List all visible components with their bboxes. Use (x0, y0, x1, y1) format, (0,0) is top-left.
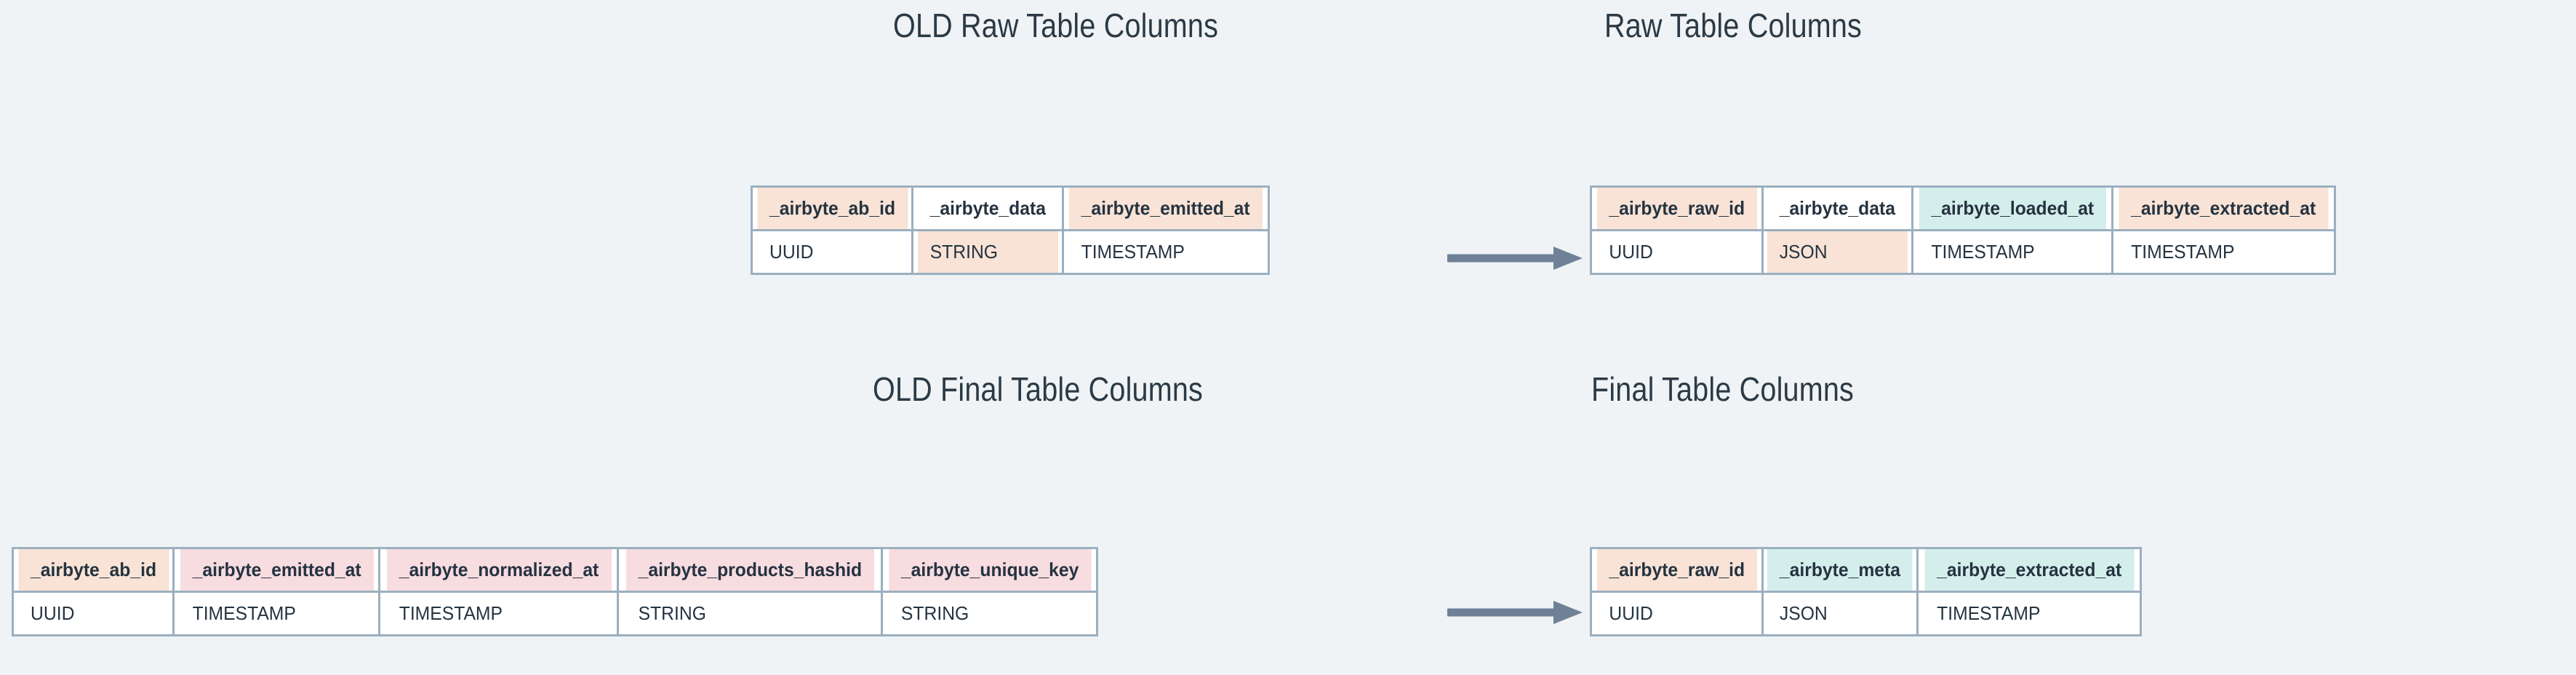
column-header-cell: _airbyte_meta (1764, 547, 1916, 593)
column-header-cell: _airbyte_extracted_at (1922, 547, 2137, 593)
column-type-cell: UUID (1593, 229, 1759, 275)
table-old-final: _airbyte_ab_id_airbyte_emitted_at_airbyt… (12, 547, 1099, 636)
column-header-cell: _airbyte_ab_id (754, 185, 910, 231)
column-type-cell: UUID (754, 229, 910, 275)
column-type-cell: TIMESTAMP (2116, 229, 2331, 275)
column-type-cell: STRING (915, 229, 1060, 275)
column-type-cell: TIMESTAMP (1922, 591, 2137, 636)
table-header-row: _airbyte_raw_id_airbyte_data_airbyte_loa… (1591, 185, 2335, 231)
column-header-cell: _airbyte_raw_id (1593, 547, 1759, 593)
column-header-cell: _airbyte_unique_key (886, 547, 1093, 593)
table-final: _airbyte_raw_id_airbyte_meta_airbyte_ext… (1590, 547, 2142, 636)
column-header-cell: _airbyte_normalized_at (384, 547, 614, 593)
table-header-row: _airbyte_ab_id_airbyte_emitted_at_airbyt… (13, 547, 1097, 593)
column-header-cell: _airbyte_emitted_at (177, 547, 376, 593)
heading-raw-table-columns: Raw Table Columns (1604, 7, 1863, 44)
column-type-cell: TIMESTAMP (1066, 229, 1265, 275)
heading-final-table-columns: Final Table Columns (1591, 370, 1854, 408)
arrow-right-icon-raw (1447, 247, 1583, 270)
column-header-cell: _airbyte_emitted_at (1066, 185, 1265, 231)
column-header-cell: _airbyte_extracted_at (2116, 185, 2331, 231)
column-header-cell: _airbyte_ab_id (15, 547, 171, 593)
column-type-cell: UUID (15, 591, 171, 636)
column-type-cell: TIMESTAMP (177, 591, 376, 636)
column-type-cell: UUID (1593, 591, 1759, 636)
column-header-cell: _airbyte_data (1764, 185, 1910, 231)
column-header-cell: _airbyte_raw_id (1593, 185, 1759, 231)
table-header-row: _airbyte_ab_id_airbyte_data_airbyte_emit… (752, 185, 1269, 231)
column-type-cell: TIMESTAMP (1916, 229, 2108, 275)
heading-old-raw-table-columns: OLD Raw Table Columns (893, 7, 1219, 44)
column-header-cell: _airbyte_products_hashid (623, 547, 876, 593)
heading-old-final-table-columns: OLD Final Table Columns (873, 370, 1203, 408)
column-type-cell: JSON (1764, 229, 1910, 275)
table-header-row: _airbyte_raw_id_airbyte_meta_airbyte_ext… (1591, 547, 2141, 593)
column-type-cell: STRING (623, 591, 876, 636)
table-old-raw: _airbyte_ab_id_airbyte_data_airbyte_emit… (751, 185, 1270, 275)
column-type-cell: JSON (1764, 591, 1916, 636)
column-type-cell: STRING (886, 591, 1093, 636)
column-header-cell: _airbyte_data (915, 185, 1060, 231)
column-type-cell: TIMESTAMP (384, 591, 614, 636)
column-header-cell: _airbyte_loaded_at (1916, 185, 2108, 231)
arrow-right-icon-final (1447, 601, 1583, 624)
table-raw: _airbyte_raw_id_airbyte_data_airbyte_loa… (1590, 185, 2337, 275)
